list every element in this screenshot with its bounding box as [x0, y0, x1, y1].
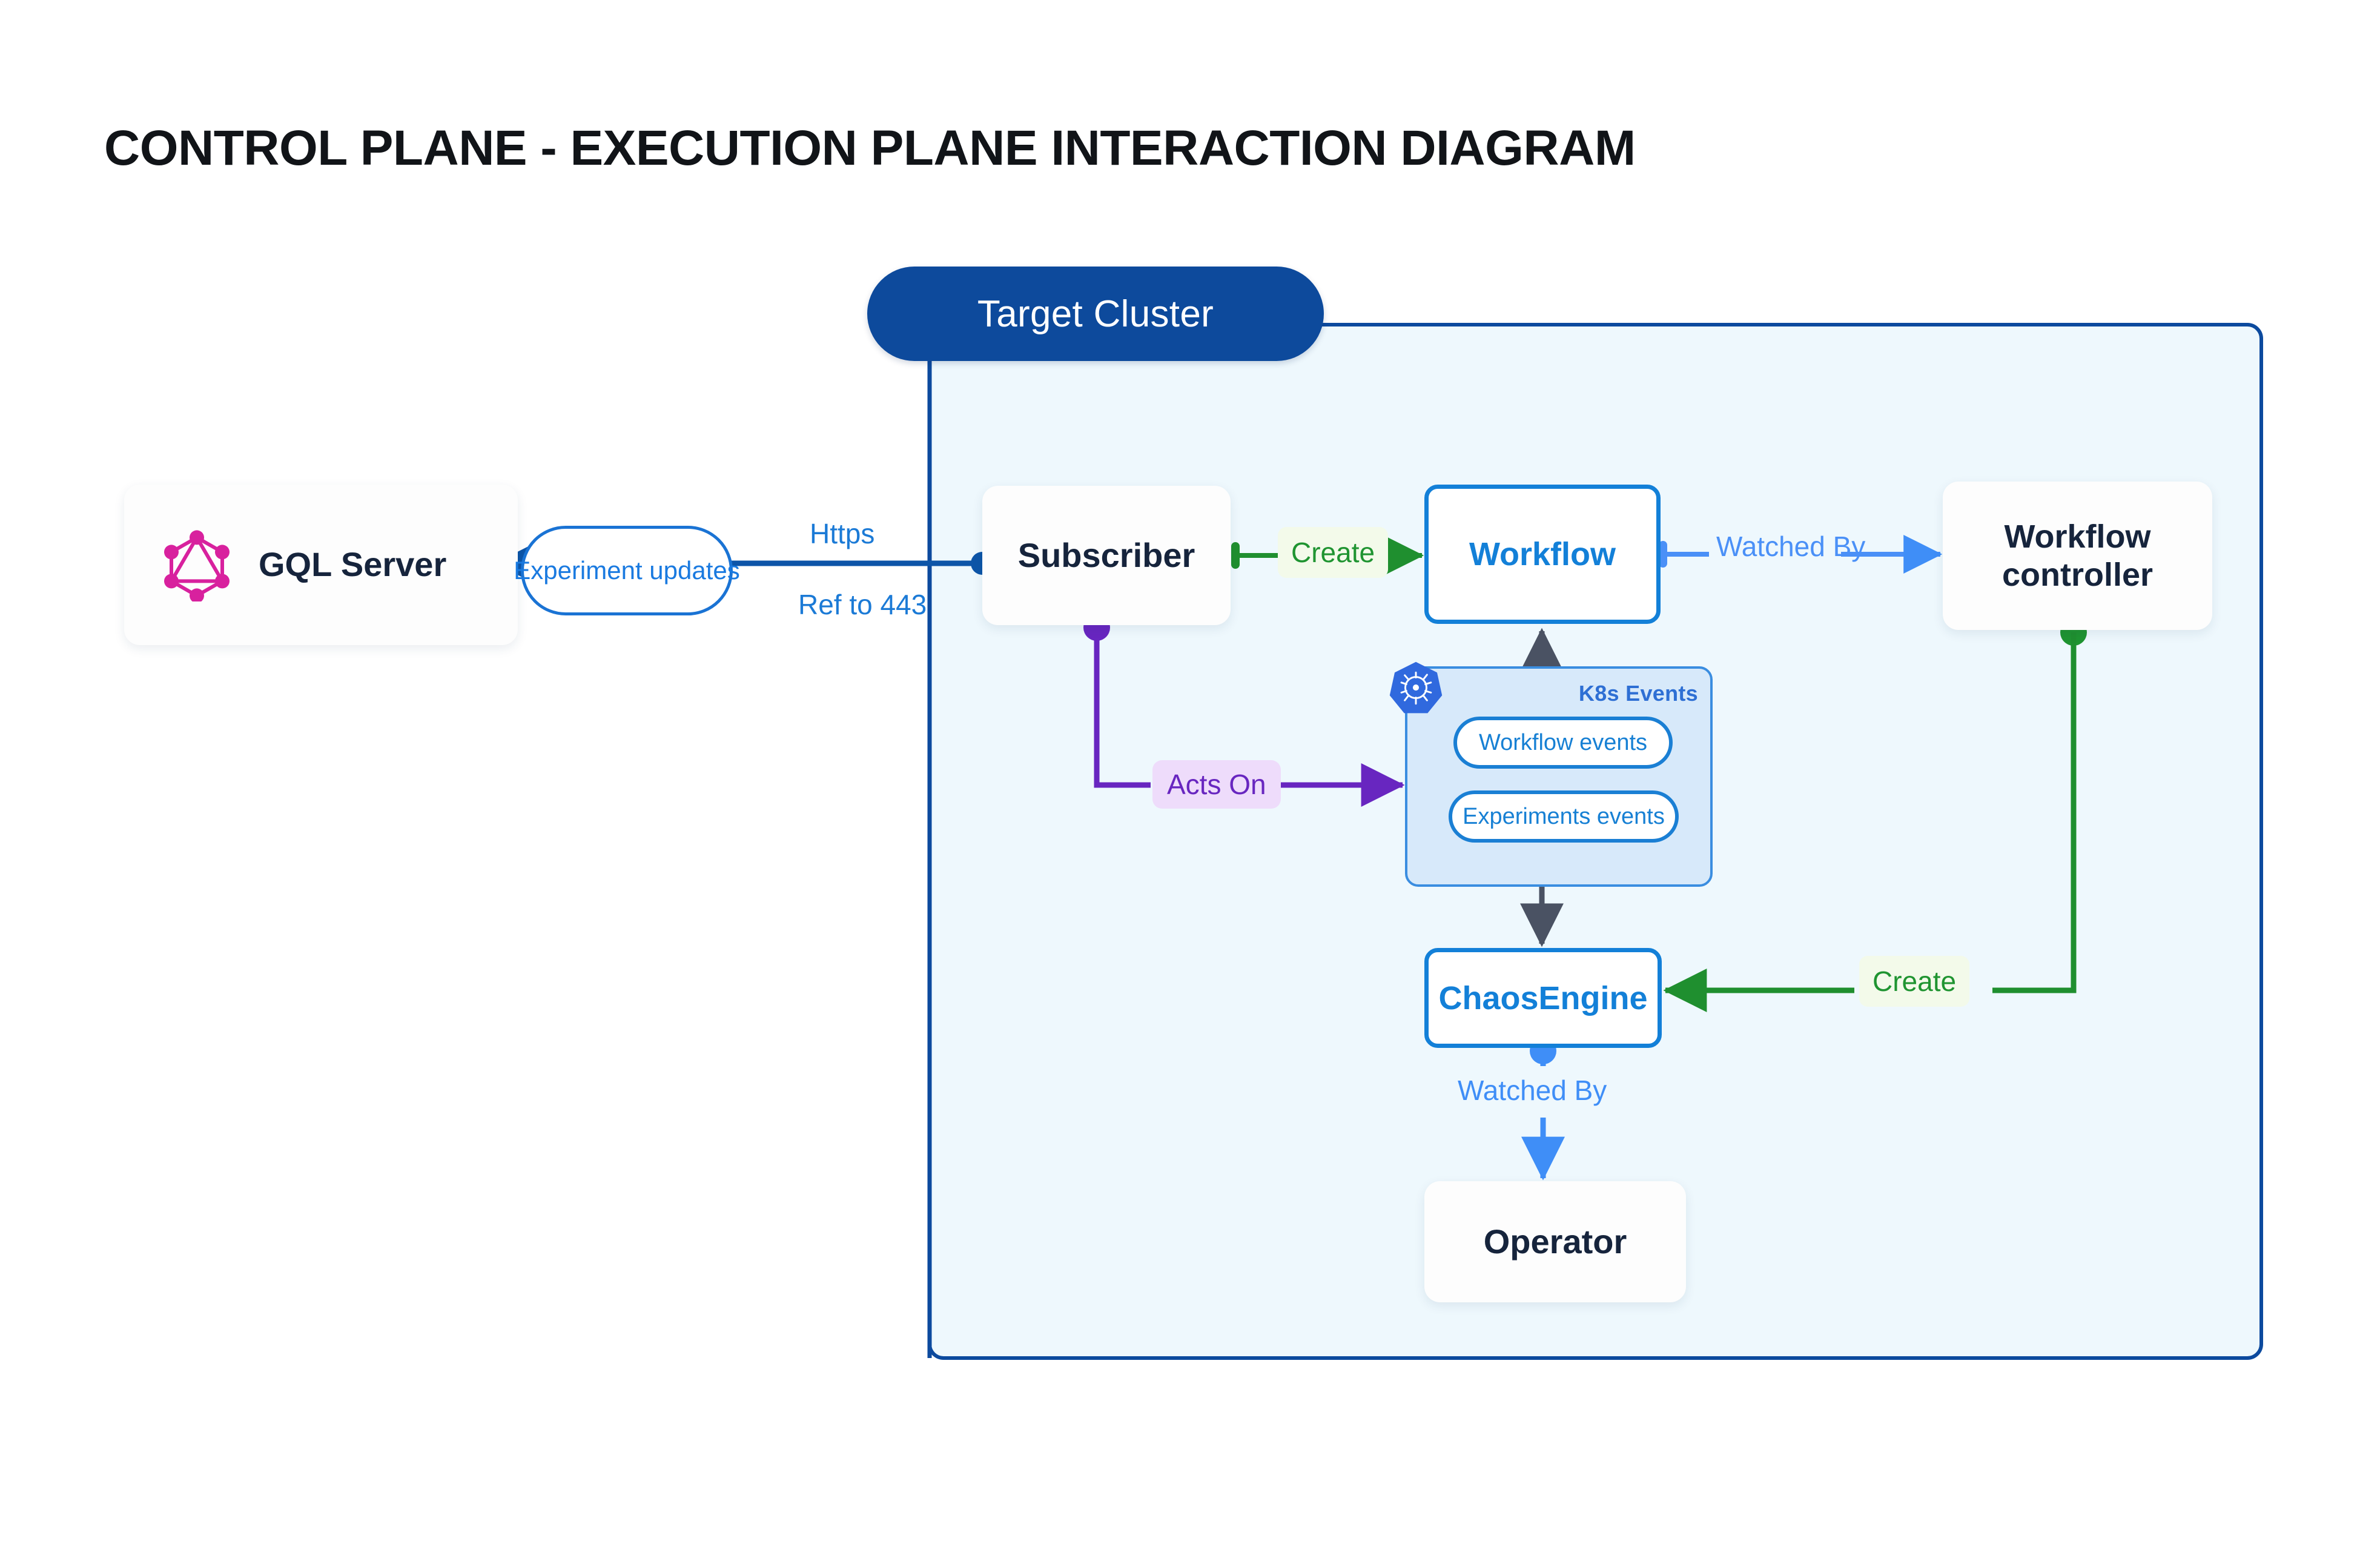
edge-label-watched-by-operator: Watched By: [1458, 1075, 1607, 1106]
target-cluster-header[interactable]: Target Cluster: [867, 267, 1324, 361]
node-workflow-controller[interactable]: Workflow controller: [1943, 482, 2212, 630]
k8s-event-workflow-events-label: Workflow events: [1478, 729, 1648, 755]
node-operator-label: Operator: [1483, 1222, 1627, 1261]
node-subscriber-label: Subscriber: [1017, 535, 1195, 574]
k8s-event-experiments-events[interactable]: Experiments events: [1449, 790, 1679, 843]
node-chaosengine[interactable]: ChaosEngine: [1424, 948, 1662, 1048]
k8s-event-workflow-events[interactable]: Workflow events: [1453, 717, 1673, 769]
page-title: CONTROL PLANE - EXECUTION PLANE INTERACT…: [104, 121, 1636, 176]
node-workflow-controller-line2: controller: [2002, 556, 2154, 593]
edge-label-experiment-updates: Experiment updates: [514, 526, 740, 615]
k8s-events-group-label: K8s Events: [1578, 681, 1698, 706]
node-chaosengine-label: ChaosEngine: [1438, 979, 1648, 1016]
node-workflow-controller-line1: Workflow: [2004, 519, 2151, 555]
node-gql-server[interactable]: GQL Server: [124, 485, 518, 645]
node-operator[interactable]: Operator: [1424, 1181, 1686, 1302]
k8s-event-experiments-events-label: Experiments events: [1463, 803, 1665, 829]
edge-label-acts-on: Acts On: [1152, 760, 1281, 809]
graphql-icon: [160, 529, 233, 603]
edge-label-experiment-updates-text: Experiment updates: [514, 556, 740, 585]
node-workflow[interactable]: Workflow: [1424, 485, 1661, 624]
target-cluster-label: Target Cluster: [977, 293, 1214, 335]
node-workflow-label: Workflow: [1469, 536, 1616, 572]
edge-label-create-chaosengine: Create: [1859, 956, 1970, 1007]
node-subscriber[interactable]: Subscriber: [982, 486, 1231, 625]
k8s-events-group: K8s Events: [1405, 666, 1713, 887]
node-gql-server-label: GQL Server: [259, 545, 447, 584]
edge-label-https: Https: [810, 518, 875, 549]
edge-label-create-workflow: Create: [1278, 527, 1389, 578]
edge-label-watched-by-controller: Watched By: [1716, 531, 1866, 562]
kubernetes-icon: [1388, 660, 1444, 716]
edge-label-ref-to-443: Ref to 443: [798, 589, 927, 620]
